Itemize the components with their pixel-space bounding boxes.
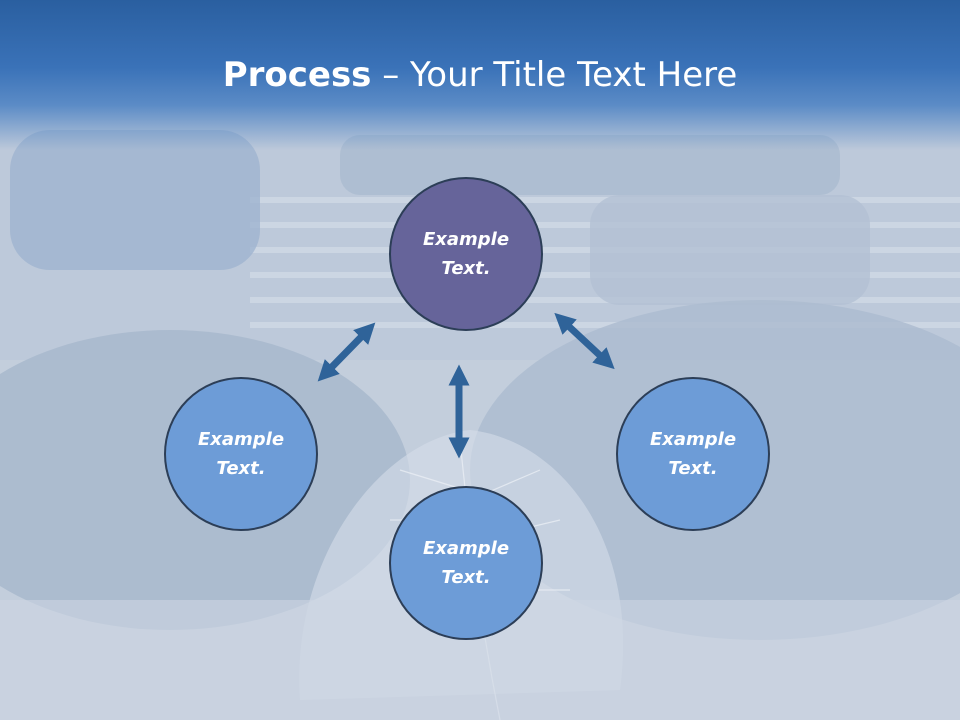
title-rest: – Your Title Text Here xyxy=(371,55,738,95)
node-text-line2: Text. xyxy=(216,458,266,479)
node-text-line2: Text. xyxy=(668,458,718,479)
double-arrow-icon[interactable] xyxy=(317,322,376,382)
title-bold: Process xyxy=(222,55,372,95)
node-text-line1: Example xyxy=(197,429,285,450)
double-arrow-icon[interactable] xyxy=(554,312,615,370)
node-text-line1: Example xyxy=(422,538,510,559)
node-text-line1: Example xyxy=(422,229,510,250)
title-band xyxy=(0,0,960,150)
node-text-line1: Example xyxy=(649,429,737,450)
node-text-line2: Text. xyxy=(441,567,491,588)
node-text-line2: Text. xyxy=(441,258,491,279)
slide-title[interactable]: Process – Your Title Text Here xyxy=(0,52,960,98)
